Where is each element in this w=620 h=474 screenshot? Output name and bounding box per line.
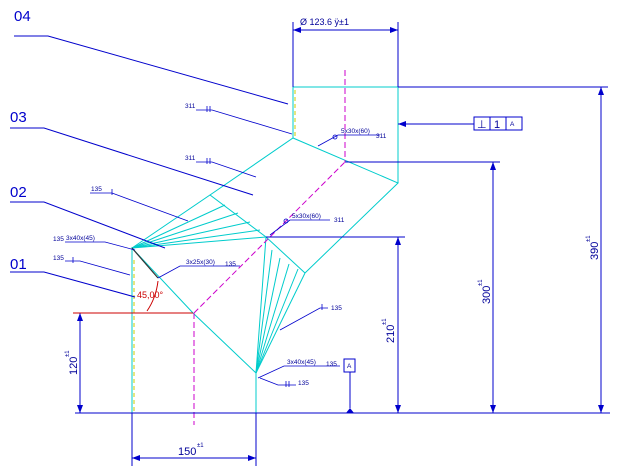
dim-300-text: 300 bbox=[481, 286, 493, 304]
weld-label: 135 bbox=[298, 380, 309, 387]
tolerance-frame: ⊥ 1 A bbox=[473, 116, 523, 131]
angle-text: 45,00° bbox=[137, 290, 164, 300]
datum-a-label: A bbox=[347, 363, 352, 370]
arrow bbox=[398, 121, 406, 127]
perpendicularity-symbol: ⊥ bbox=[477, 119, 487, 131]
weld-label: 135 bbox=[225, 261, 236, 268]
tolerance-datum: A bbox=[510, 121, 515, 128]
leader-04 bbox=[14, 35, 289, 105]
weld-circle bbox=[283, 218, 289, 224]
dim-210-tol: ±1 bbox=[382, 318, 388, 325]
weld-leader bbox=[90, 192, 189, 222]
dim-210-text: 210 bbox=[385, 325, 397, 343]
part-03-joint bbox=[265, 236, 306, 274]
fan-line bbox=[131, 236, 267, 249]
centerlines bbox=[193, 70, 346, 425]
elbow-geometry bbox=[131, 86, 399, 414]
arrow bbox=[390, 27, 398, 33]
weld-label: 3x40x(45) bbox=[66, 235, 95, 242]
weld-markers bbox=[72, 106, 338, 387]
arrow bbox=[598, 405, 604, 413]
dim-120-tol: ±1 bbox=[65, 350, 71, 357]
fan-line bbox=[131, 221, 251, 249]
part-03-outline bbox=[209, 137, 399, 274]
fan-line bbox=[255, 249, 273, 374]
dim-300-tol: ±1 bbox=[478, 279, 484, 286]
dimension-lines bbox=[75, 22, 610, 466]
weld-leader bbox=[317, 134, 380, 147]
arrowheads bbox=[77, 27, 604, 461]
arrow bbox=[490, 162, 496, 170]
leader-03 bbox=[10, 127, 254, 196]
weld-label: 5x30x(60) bbox=[341, 128, 370, 135]
weld-label: 3x40x(45) bbox=[287, 359, 316, 366]
part-label-04: 04 bbox=[14, 8, 31, 25]
leader-01 bbox=[10, 271, 136, 298]
part-label-03: 03 bbox=[10, 109, 27, 126]
weld-label: 311 bbox=[334, 217, 345, 224]
dim-diameter-text: Ø 123.6 ÿ±1 bbox=[300, 17, 349, 27]
fan-line bbox=[255, 268, 299, 374]
arrow bbox=[598, 87, 604, 95]
weld-label: 311 bbox=[185, 155, 196, 162]
arrow bbox=[490, 405, 496, 413]
weld-leader bbox=[269, 219, 330, 236]
dim-150-tol: ±1 bbox=[197, 443, 204, 449]
fan-line bbox=[255, 272, 306, 374]
fan-line bbox=[131, 212, 239, 249]
fan-line bbox=[131, 229, 261, 249]
weld-leaders bbox=[65, 109, 380, 386]
weld-leader bbox=[196, 161, 257, 178]
arrow bbox=[395, 237, 401, 245]
weld-leader bbox=[279, 307, 328, 331]
dim-150-text: 150 bbox=[178, 446, 196, 458]
arrow bbox=[248, 455, 256, 461]
fan-line bbox=[255, 257, 281, 374]
weld-label: 135 bbox=[91, 186, 102, 193]
weld-leader bbox=[157, 265, 240, 279]
part-02-outline bbox=[131, 194, 267, 374]
weld-label: 135 bbox=[331, 305, 342, 312]
bevel-edge bbox=[131, 247, 159, 279]
arrow bbox=[77, 405, 83, 413]
fan-line bbox=[255, 263, 290, 374]
datum-triangle bbox=[346, 408, 354, 413]
dim-390-tol: ±1 bbox=[586, 235, 592, 242]
weld-label: 3x25x(30) bbox=[186, 259, 215, 266]
weld-label: 135 bbox=[326, 361, 337, 368]
weld-label: 135 bbox=[53, 236, 64, 243]
weld-leader bbox=[65, 260, 131, 276]
part-04-outline bbox=[292, 86, 399, 183]
weld-label: 311 bbox=[185, 103, 196, 110]
weld-leader bbox=[65, 241, 136, 251]
weld-label: 5x30x(60) bbox=[292, 213, 321, 220]
weld-circle bbox=[332, 134, 338, 140]
dim-120-text: 120 bbox=[68, 357, 80, 375]
arrow bbox=[77, 313, 83, 321]
weld-label: 135 bbox=[53, 255, 64, 262]
arrow bbox=[395, 405, 401, 413]
arrow bbox=[293, 27, 301, 33]
hidden-lines bbox=[133, 90, 296, 413]
weld-label: 311 bbox=[376, 133, 387, 140]
weld-leader bbox=[257, 365, 340, 379]
dim-390-text: 390 bbox=[589, 242, 601, 260]
tolerance-frame-box bbox=[473, 116, 523, 131]
angle-arc bbox=[146, 280, 159, 312]
part-label-01: 01 bbox=[10, 256, 27, 273]
part-leaders bbox=[10, 35, 289, 298]
tolerance-value: 1 bbox=[494, 119, 500, 131]
arrow bbox=[132, 455, 140, 461]
weld-leader bbox=[259, 377, 296, 386]
leader-02 bbox=[10, 201, 166, 249]
part-label-02: 02 bbox=[10, 184, 27, 201]
weld-leader bbox=[196, 109, 293, 135]
datum-a-box bbox=[343, 358, 356, 373]
